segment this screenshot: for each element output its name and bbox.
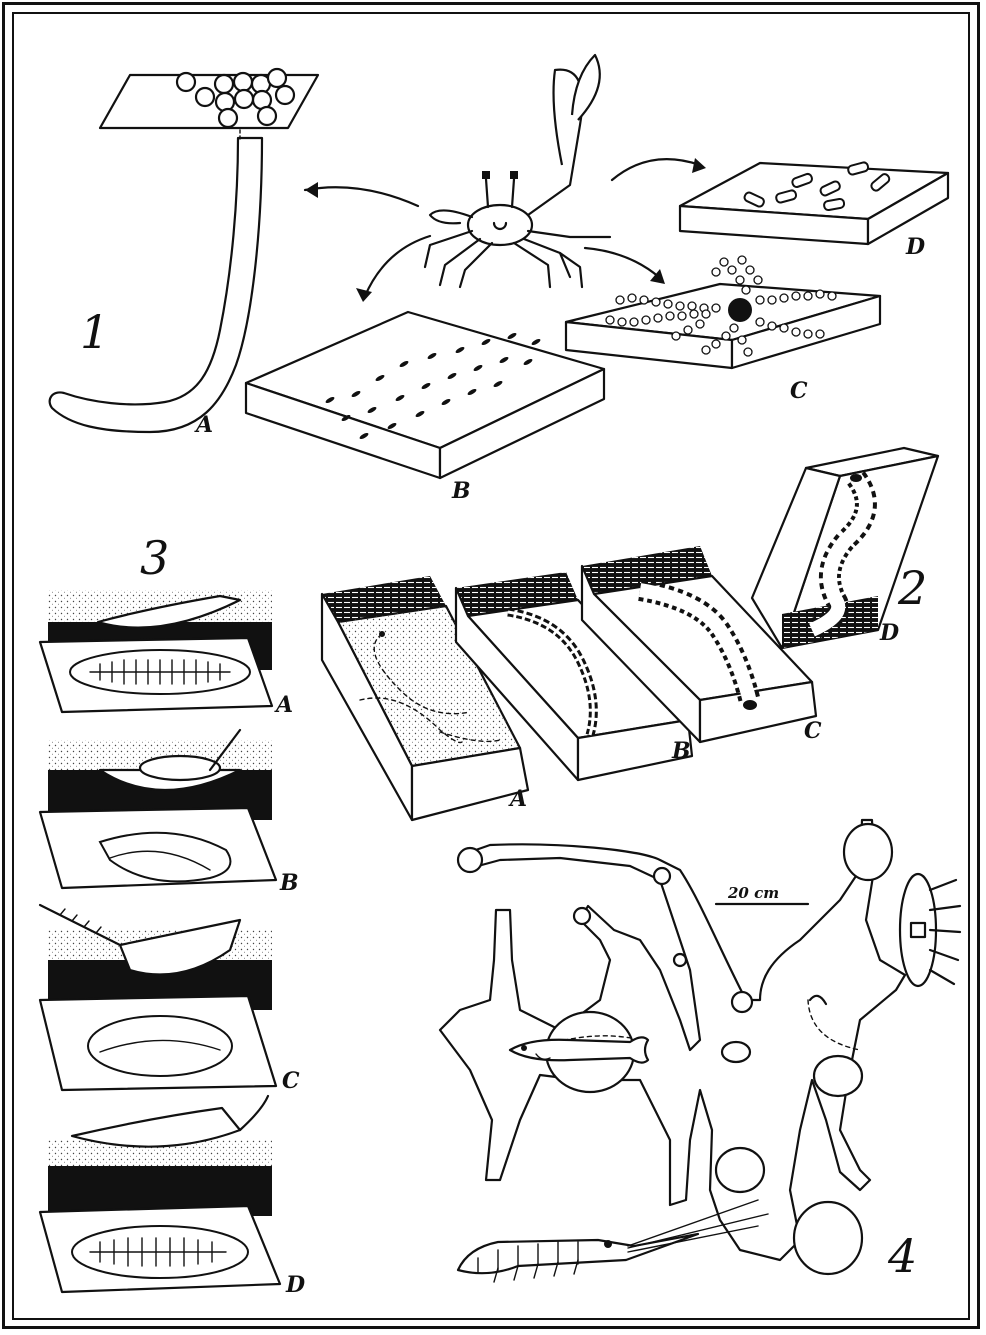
panel-2d-block bbox=[752, 448, 938, 648]
panel-3-trilobite-traces bbox=[40, 590, 280, 1292]
panel-3-number: 3 bbox=[140, 531, 169, 585]
panel-1c-letter: C bbox=[790, 378, 808, 404]
panel-3c-letter: C bbox=[282, 1068, 300, 1094]
panel-4-burrow-galleries bbox=[440, 820, 905, 1260]
crab-icon bbox=[900, 874, 960, 986]
panel-2-burrow-blocks bbox=[322, 448, 938, 820]
trilobite-icon bbox=[140, 756, 220, 780]
panel-1a-letter: A bbox=[194, 412, 213, 438]
fish-icon bbox=[510, 1037, 648, 1062]
arrow-to-1a bbox=[305, 187, 418, 206]
scale-bar: 20 cm bbox=[716, 884, 808, 904]
panel-1a-burrow-tube bbox=[50, 138, 262, 432]
scale-bar-label: 20 cm bbox=[727, 884, 779, 902]
panel-3a-letter: A bbox=[274, 692, 293, 718]
panel-3b-row bbox=[40, 730, 276, 888]
arrow-to-1d bbox=[612, 159, 700, 180]
panel-2d-letter: D bbox=[879, 620, 899, 646]
panel-1-number: 1 bbox=[80, 305, 109, 359]
panel-4-burrow-network: 20 cm bbox=[440, 820, 960, 1282]
panel-3d-letter: D bbox=[285, 1272, 305, 1298]
panel-2a-letter: A bbox=[508, 786, 527, 812]
crab-icon bbox=[425, 55, 610, 287]
panel-3b-letter: B bbox=[279, 870, 299, 896]
panel-2b-letter: B bbox=[671, 738, 691, 764]
panel-2c-letter: C bbox=[804, 718, 822, 744]
panel-1-burrow-tube bbox=[50, 55, 948, 478]
panel-3d-row bbox=[40, 1096, 280, 1292]
panel-4-number: 4 bbox=[887, 1229, 917, 1283]
panel-1b-letter: B bbox=[451, 478, 471, 504]
panel-3c-row bbox=[40, 905, 276, 1090]
arrow-to-1b bbox=[365, 236, 430, 296]
arrow-to-1c bbox=[585, 248, 660, 278]
shrimp-icon bbox=[458, 1200, 768, 1282]
panel-1d-letter: D bbox=[905, 234, 925, 260]
panel-2-number: 2 bbox=[897, 561, 927, 615]
panel-3a-row bbox=[40, 590, 272, 712]
